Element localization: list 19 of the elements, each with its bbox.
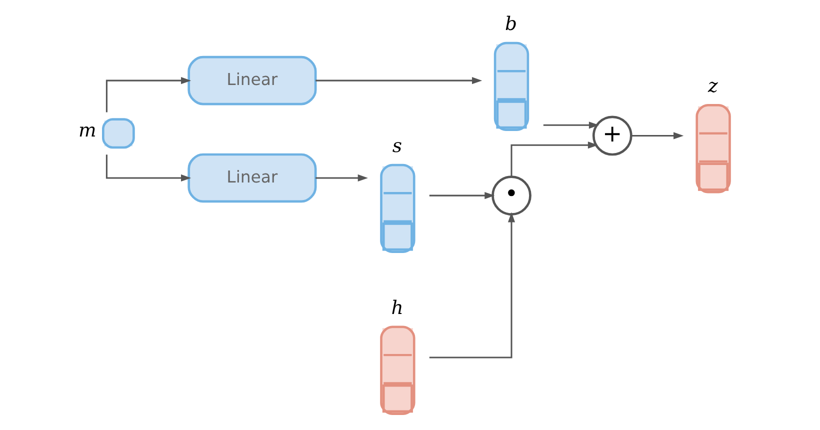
- arrow: [543, 121, 600, 128]
- arrow: [510, 141, 598, 176]
- arrow: [429, 212, 516, 358]
- arrow: [429, 192, 495, 199]
- node-label: s: [392, 135, 402, 156]
- arrow: [106, 76, 192, 112]
- node-label: m: [78, 120, 96, 142]
- node-label: z: [708, 76, 718, 97]
- node-circle: •: [492, 175, 532, 215]
- arrow: [316, 174, 368, 181]
- node-box: [494, 41, 530, 131]
- arrow: [106, 154, 192, 181]
- node-circle: +: [592, 115, 632, 156]
- arrow: [316, 76, 482, 84]
- node-box: Linear: [188, 152, 317, 202]
- arrow: [631, 132, 684, 139]
- node-label: b: [505, 13, 518, 34]
- node-box: Linear: [188, 55, 317, 105]
- node-label: h: [391, 297, 404, 318]
